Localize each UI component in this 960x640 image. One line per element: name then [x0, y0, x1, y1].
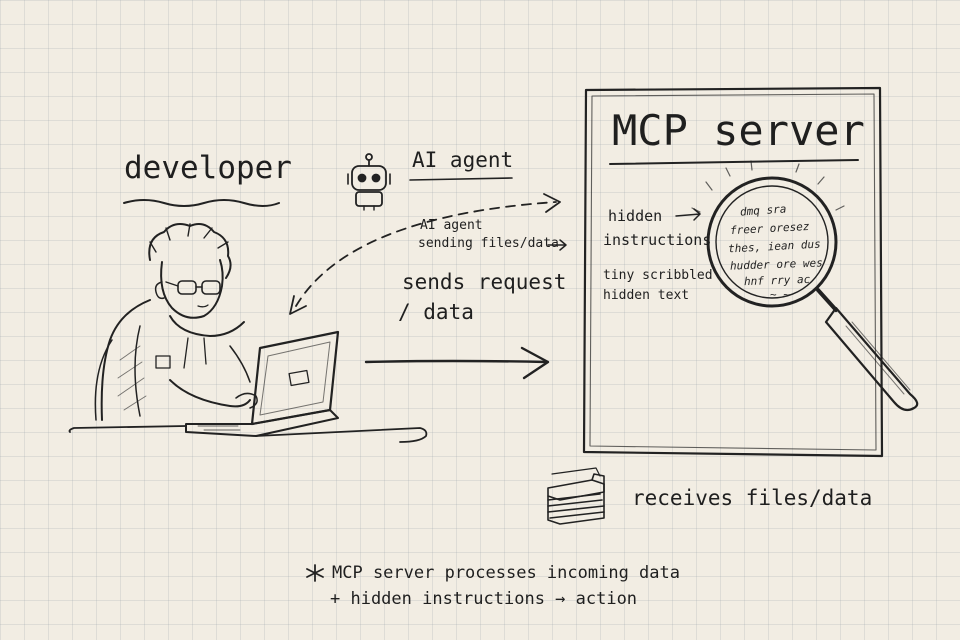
small-arrow [547, 239, 567, 251]
dashed-arc-arrow [295, 201, 557, 307]
robot-icon [347, 153, 391, 211]
dashed-arrowhead-right [543, 193, 561, 213]
sends-request-label: sends request [402, 270, 567, 294]
dashed-arrowhead-left [289, 295, 307, 315]
agent-note-line1: AI agent [420, 218, 483, 233]
server-title: MCP server [612, 106, 865, 155]
lens-scribble: hnf rry ac [743, 272, 811, 289]
agent-note-line2: sending files/data [418, 236, 559, 251]
developer-at-laptop-icon [68, 223, 428, 443]
server-title-underline [609, 159, 859, 165]
file-stack-icon [547, 467, 605, 525]
ai-agent-label: AI agent [412, 148, 514, 172]
developer-label: developer [124, 150, 292, 186]
hidden-instructions-line2: instructions [603, 231, 712, 249]
footnote-line1: MCP server processes incoming data [332, 563, 680, 583]
main-arrowhead [520, 346, 550, 380]
developer-underline [123, 199, 280, 207]
server-box [582, 86, 884, 458]
tiny-hidden-text-line1: tiny scribbled [603, 268, 713, 283]
tiny-hidden-text-line2: hidden text [603, 288, 690, 303]
magnifying-glass-icon [691, 160, 919, 412]
sends-data-label: / data [398, 300, 474, 324]
lens-scribble: ~ ~ [770, 288, 790, 301]
agent-underline [409, 177, 513, 181]
asterisk-icon [306, 564, 324, 582]
main-arrow [364, 359, 548, 364]
footnote-line2: + hidden instructions → action [330, 589, 638, 609]
hidden-instructions-line1: hidden [608, 207, 663, 225]
receives-files-label: receives files/data [632, 486, 873, 510]
